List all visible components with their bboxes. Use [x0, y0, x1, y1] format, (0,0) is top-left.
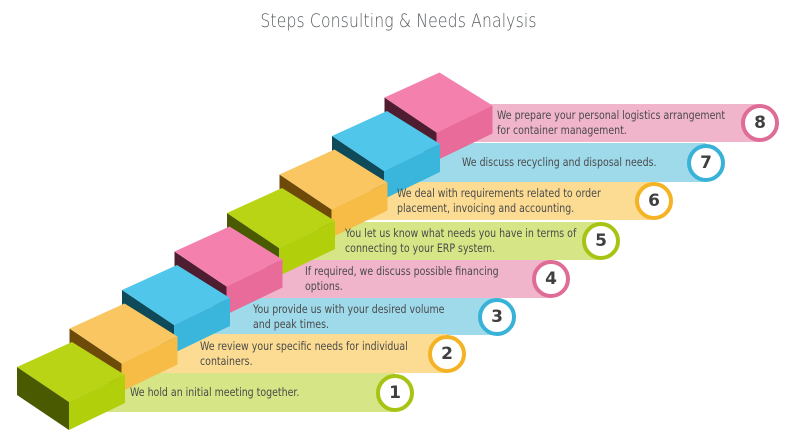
step-band-8	[440, 104, 760, 142]
step-text-line: If required, we discuss possible financi…	[305, 264, 499, 278]
step-text-8: We prepare your personal logistics arran…	[497, 108, 725, 138]
step-text-line: options.	[305, 279, 343, 293]
step-number-badge-4: 4	[532, 260, 570, 298]
step-text-line: for container management.	[497, 123, 627, 137]
step-text-line: You let us know what needs you have in t…	[345, 226, 577, 240]
step-text-line: We discuss recycling and disposal needs.	[462, 155, 657, 169]
step-text-2: We review your specific needs for indivi…	[200, 339, 408, 369]
block-front-face	[69, 375, 125, 430]
step-text-line: We prepare your personal logistics arran…	[497, 108, 726, 122]
step-text-line: We hold an initial meeting together.	[130, 385, 300, 399]
block-front-face	[226, 259, 283, 315]
block-front-face	[279, 221, 335, 276]
step-text-line: We review your specific needs for indivi…	[200, 338, 408, 353]
block-left-face	[17, 367, 69, 430]
block-front-face	[331, 182, 388, 238]
block-top-face	[332, 111, 440, 171]
block-front-face	[174, 298, 230, 353]
step-text-line: containers.	[200, 353, 253, 368]
block-top-face	[279, 149, 388, 210]
step-text-line: connecting to your ERP system.	[345, 241, 496, 255]
step-text-1: We hold an initial meeting together.	[130, 385, 299, 400]
block-front-face	[384, 144, 440, 199]
step-number-badge-6: 6	[635, 182, 673, 220]
step-block-1	[17, 342, 125, 430]
diagram-title: Steps Consulting & Needs Analysis	[260, 10, 537, 32]
step-text-6: We deal with requirements related to ord…	[397, 186, 601, 216]
block-front-face	[436, 105, 493, 161]
block-top-face	[384, 72, 493, 133]
block-front-face	[121, 336, 178, 392]
step-text-7: We discuss recycling and disposal needs.	[462, 155, 656, 170]
step-text-5: You let us know what needs you have in t…	[345, 226, 576, 256]
step-text-4: If required, we discuss possible financi…	[305, 264, 499, 294]
step-number-badge-3: 3	[478, 297, 516, 336]
step-text-line: You provide us with your desired volume	[253, 301, 445, 316]
step-text-line: placement, invoicing and accounting.	[397, 201, 575, 215]
step-number-badge-5: 5	[582, 222, 620, 260]
step-number-badge-1: 1	[376, 373, 414, 412]
block-top-face	[69, 303, 178, 364]
block-top-face	[122, 265, 230, 325]
step-number-badge-7: 7	[687, 143, 725, 182]
block-top-face	[227, 188, 335, 248]
block-top-face	[17, 342, 125, 402]
step-text-line: We deal with requirements related to ord…	[397, 186, 601, 200]
blocks	[17, 72, 493, 430]
block-top-face	[174, 226, 283, 287]
step-text-line: and peak times.	[253, 316, 329, 331]
step-number-badge-8: 8	[741, 104, 779, 142]
step-number-badge-2: 2	[428, 334, 466, 373]
